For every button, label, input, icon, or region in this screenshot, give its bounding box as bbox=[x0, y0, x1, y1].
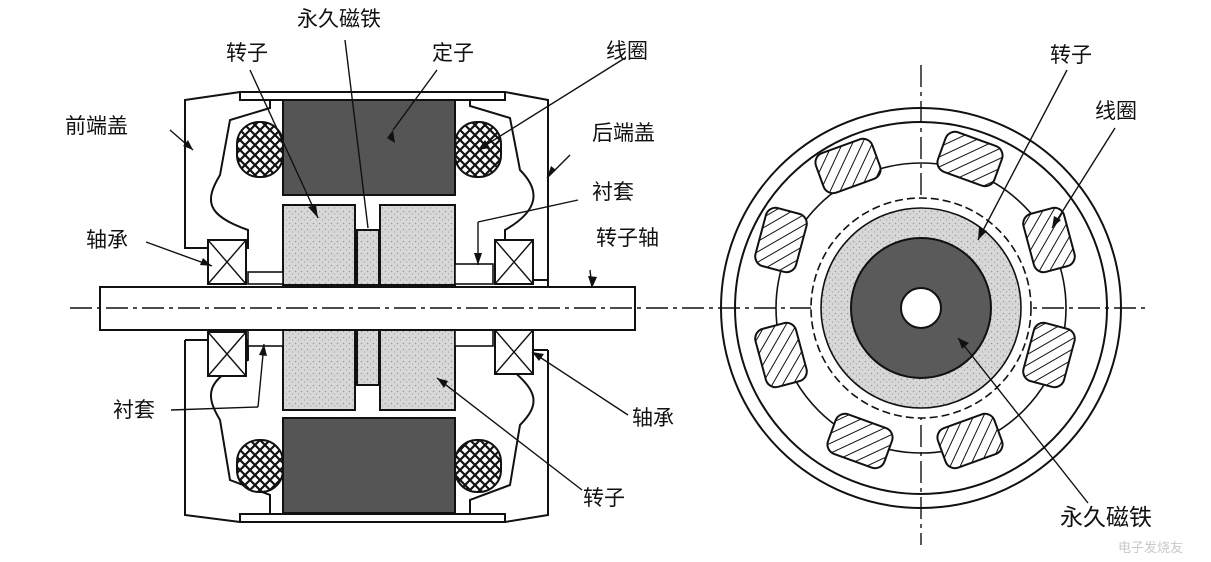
label-bearing-right: 轴承 bbox=[632, 406, 674, 430]
bearing-right-bottom bbox=[494, 329, 534, 375]
end-view-shaft-hole bbox=[900, 287, 942, 329]
end-view: 转子 线圈 永久磁铁 bbox=[720, 43, 1152, 545]
watermark: 电子发烧友 bbox=[1118, 540, 1183, 556]
rotor-block-top-right bbox=[379, 204, 456, 286]
bushing-right-bottom bbox=[454, 329, 494, 347]
bushing-left-top bbox=[247, 271, 284, 285]
leader-lines-left bbox=[145, 39, 629, 491]
coil-top-left bbox=[236, 121, 284, 178]
label-bearing-left: 轴承 bbox=[86, 228, 128, 252]
end-view-coils bbox=[754, 130, 1076, 470]
magnet-top bbox=[356, 229, 380, 286]
label-front-cover: 前端盖 bbox=[65, 114, 128, 138]
leader-lines-right bbox=[957, 69, 1116, 504]
stator-core-bottom bbox=[282, 417, 456, 514]
label-rotor-bottom: 转子 bbox=[583, 486, 625, 510]
bushing-right-top bbox=[454, 263, 494, 285]
arrowheads-right bbox=[958, 216, 1061, 349]
label-stator: 定子 bbox=[432, 41, 474, 65]
coil-bottom-right bbox=[454, 439, 502, 493]
side-section-view: 转子 永久磁铁 定子 线圈 前端盖 后端盖 衬套 轴承 转子轴 衬套 轴承 转子 bbox=[65, 7, 1150, 523]
label-bushing-right: 衬套 bbox=[592, 180, 634, 204]
label-shaft: 转子轴 bbox=[596, 226, 659, 250]
rotor-block-top-left bbox=[282, 204, 356, 286]
front-end-cover bbox=[184, 100, 271, 515]
label-rotor-end-view: 转子 bbox=[1050, 43, 1092, 67]
bearing-left-top bbox=[207, 239, 247, 285]
rotor-block-bottom-left bbox=[282, 329, 356, 411]
rotor-block-bottom-right bbox=[379, 329, 456, 411]
label-bushing-left: 衬套 bbox=[113, 398, 155, 422]
label-rear-cover: 后端盖 bbox=[592, 121, 655, 145]
coil-bottom-left bbox=[236, 439, 284, 493]
magnet-bottom bbox=[356, 329, 380, 386]
stator-core-top bbox=[282, 99, 456, 196]
label-rotor-top: 转子 bbox=[226, 41, 268, 65]
arrowheads-left bbox=[183, 130, 597, 388]
outer-housing-ring bbox=[720, 107, 1122, 509]
label-magnet-top: 永久磁铁 bbox=[297, 7, 381, 31]
label-magnet-end-view: 永久磁铁 bbox=[1060, 505, 1152, 531]
bushing-left-bottom bbox=[247, 329, 284, 347]
label-coil-left-view: 线圈 bbox=[606, 39, 648, 63]
label-coil-end-view: 线圈 bbox=[1095, 99, 1137, 123]
bearing-right-top bbox=[494, 239, 534, 285]
inner-housing-ring bbox=[734, 121, 1108, 495]
stator-bore-ring bbox=[775, 162, 1067, 454]
bearing-left-bottom bbox=[207, 331, 247, 377]
